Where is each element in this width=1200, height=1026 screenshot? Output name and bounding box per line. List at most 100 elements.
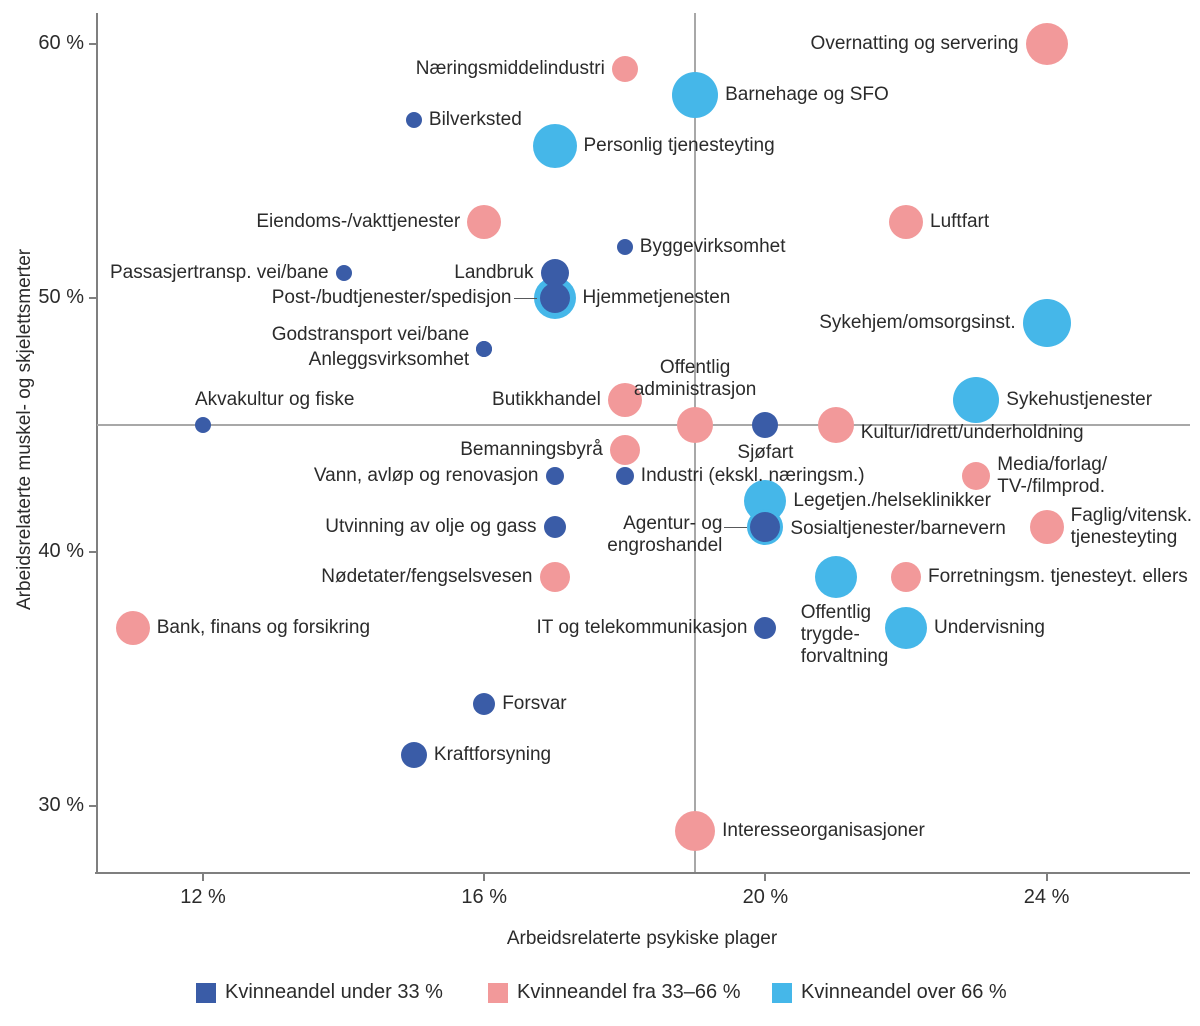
label-overnatting-og-servering: Overnatting og servering [810, 33, 1019, 54]
label-butikkhandel: Butikkhandel [492, 388, 601, 410]
x-tick-mark-24 [1045, 873, 1048, 881]
y-tick-label-60: 60 % [38, 32, 84, 54]
bubble-bilverksted [405, 112, 422, 129]
bubble-anleggsvirksomhet [476, 340, 493, 357]
label-connector-post-budtjenester-spedisjon [513, 298, 537, 299]
bubble-media-forlag-tv-filmprod [962, 461, 991, 490]
bubble-luftfart [889, 204, 923, 239]
label-forretningsm-tjenesteyt-ellers: Forretningsm. tjenesteyt. ellers [928, 566, 1188, 588]
bubble-barnehage-og-sfo [672, 71, 719, 118]
bubble-agentur-og-engroshandel [750, 511, 781, 542]
bubble-interesseorganisasjoner [675, 811, 716, 852]
y-tick-mark-30 [89, 805, 97, 807]
bubble-eiendoms-vakttjenester [467, 204, 502, 239]
x-tick-label-20: 20 % [742, 886, 789, 908]
x-tick-mark-12 [202, 873, 204, 881]
label-eiendoms-vakttjenester: Eiendoms-/vakttjenester [256, 210, 461, 232]
label-hjemmetjenesten: Hjemmetjenesten [582, 287, 731, 308]
bubble-post-budtjenester-spedisjon [539, 283, 570, 313]
label-connector-agentur-og-engroshandel [724, 526, 748, 528]
legend-item-under33: Kvinneandel under 33 % [196, 981, 443, 1004]
bubble-vann-avlop-og-renovasjon [545, 466, 564, 485]
legend-swatch-33to66 [488, 982, 508, 1003]
bubble-butikkhandel [607, 382, 642, 417]
label-sjofart: Sjøfart [737, 442, 794, 463]
bubble-offentlig-trygdeforvaltning [814, 556, 857, 599]
bubble-undervisning [885, 607, 927, 650]
y-tick-label-40: 40 % [38, 540, 84, 562]
x-tick-label-12: 12 % [180, 886, 226, 908]
bubble-faglig-vitensk-tjenesteyting [1029, 509, 1064, 544]
bubble-sykehustjenester [953, 376, 1000, 423]
legend-label-33to66: Kvinneandel fra 33–66 % [517, 981, 741, 1003]
x-tick-label-16: 16 % [461, 886, 507, 908]
legend-label-over66: Kvinneandel over 66 % [801, 981, 1007, 1003]
bubble-overnatting-og-servering [1025, 23, 1068, 65]
label-post-budtjenester-spedisjon: Post-/budtjenester/spedisjon [271, 287, 512, 308]
label-bank-finans-og-forsikring: Bank, finans og forsikring [156, 617, 371, 639]
x-tick-mark-16 [483, 873, 486, 881]
y-tick-label-50: 50 % [38, 286, 84, 308]
label-faglig-vitensk-tjenesteyting: Faglig/vitensk.tjenesteyting [1070, 504, 1193, 548]
bubble-forretningsm-tjenesteyt-ellers [891, 562, 921, 593]
label-passasjertransp-vei-bane: Passasjertransp. vei/bane [109, 261, 329, 283]
bubble-forsvar [473, 693, 496, 716]
label-akvakultur-og-fiske: Akvakultur og fiske [195, 389, 355, 410]
bubble-industri-ekskl-naeringsm [615, 466, 634, 485]
y-axis-title: Arbeidsrelaterte muskel- og skjelettsmer… [14, 248, 35, 610]
label-bilverksted: Bilverksted [428, 109, 522, 131]
label-landbruk: Landbruk [454, 261, 534, 283]
y-tick-mark-40 [89, 551, 97, 553]
label-naeringsmiddelindustri: Næringsmiddelindustri [415, 58, 605, 80]
horizontal-reference-line [97, 424, 1190, 426]
y-axis-line [96, 13, 98, 874]
label-sosialtjenester-barnevern: Sosialtjenester/barnevern [790, 517, 1006, 539]
x-tick-label-24: 24 % [1023, 886, 1070, 908]
label-godstransport-vei-bane: Godstransport vei/bane [271, 323, 470, 345]
bubble-sykehjem-omsorgsinst [1022, 299, 1071, 348]
bubble-kraftforsyning [400, 742, 427, 769]
label-sykehustjenester: Sykehustjenester [1006, 388, 1153, 410]
label-anleggsvirksomhet: Anleggsvirksomhet [308, 348, 470, 370]
label-sykehjem-omsorgsinst: Sykehjem/omsorgsinst. [819, 312, 1016, 334]
bubble-akvakultur-og-fiske [195, 417, 211, 433]
bubble-landbruk [540, 258, 569, 287]
bubble-bemanningsbyra [609, 435, 640, 466]
y-tick-mark-60 [89, 43, 97, 45]
label-utvinning-av-olje-og-gass: Utvinning av olje og gass [325, 515, 537, 537]
label-forsvar: Forsvar [502, 693, 567, 715]
label-kraftforsyning: Kraftforsyning [433, 744, 552, 766]
label-barnehage-og-sfo: Barnehage og SFO [725, 83, 889, 105]
legend-item-33to66: Kvinneandel fra 33–66 % [488, 981, 741, 1004]
label-interesseorganisasjoner: Interesseorganisasjoner [722, 820, 925, 842]
legend-label-under33: Kvinneandel under 33 % [225, 981, 443, 1003]
label-undervisning: Undervisning [934, 617, 1045, 639]
bubble-utvinning-av-olje-og-gass [543, 515, 566, 538]
label-byggevirksomhet: Byggevirksomhet [639, 236, 786, 258]
y-tick-label-30: 30 % [38, 794, 84, 816]
bubble-passasjertransp-vei-bane [335, 264, 352, 281]
label-kultur-idrett-underholdning: Kultur/idrett/underholdning [860, 422, 1084, 443]
label-media-forlag-tv-filmprod: Media/forlag/TV-/filmprod. [997, 453, 1108, 497]
bubble-personlig-tjenesteyting [532, 123, 577, 168]
bubble-it-og-telekommunikasjon [754, 617, 777, 640]
label-legetjen-helseklinikker: Legetjen./helseklinikker [793, 490, 991, 512]
x-axis-title: Arbeidsrelaterte psykiske plager [506, 928, 778, 949]
bubble-byggevirksomhet [616, 239, 633, 256]
bubble-naeringsmiddelindustri [611, 56, 638, 83]
bubble-bank-finans-og-forsikring [115, 611, 150, 646]
label-it-og-telekommunikasjon: IT og telekommunikasjon [536, 617, 748, 639]
label-vann-avlop-og-renovasjon: Vann, avløp og renovasjon [313, 464, 539, 486]
bubble-kultur-idrett-underholdning [817, 407, 854, 443]
bubble-nodetater-fengselsvesen [539, 562, 570, 593]
x-axis-line [95, 872, 1190, 874]
bubble-offentlig-administrasjon [677, 407, 714, 443]
y-tick-mark-50 [89, 297, 97, 299]
bubble-sjofart [752, 412, 779, 438]
legend-swatch-under33 [196, 982, 216, 1003]
legend-item-over66: Kvinneandel over 66 % [772, 981, 1007, 1004]
x-tick-mark-20 [764, 873, 767, 881]
